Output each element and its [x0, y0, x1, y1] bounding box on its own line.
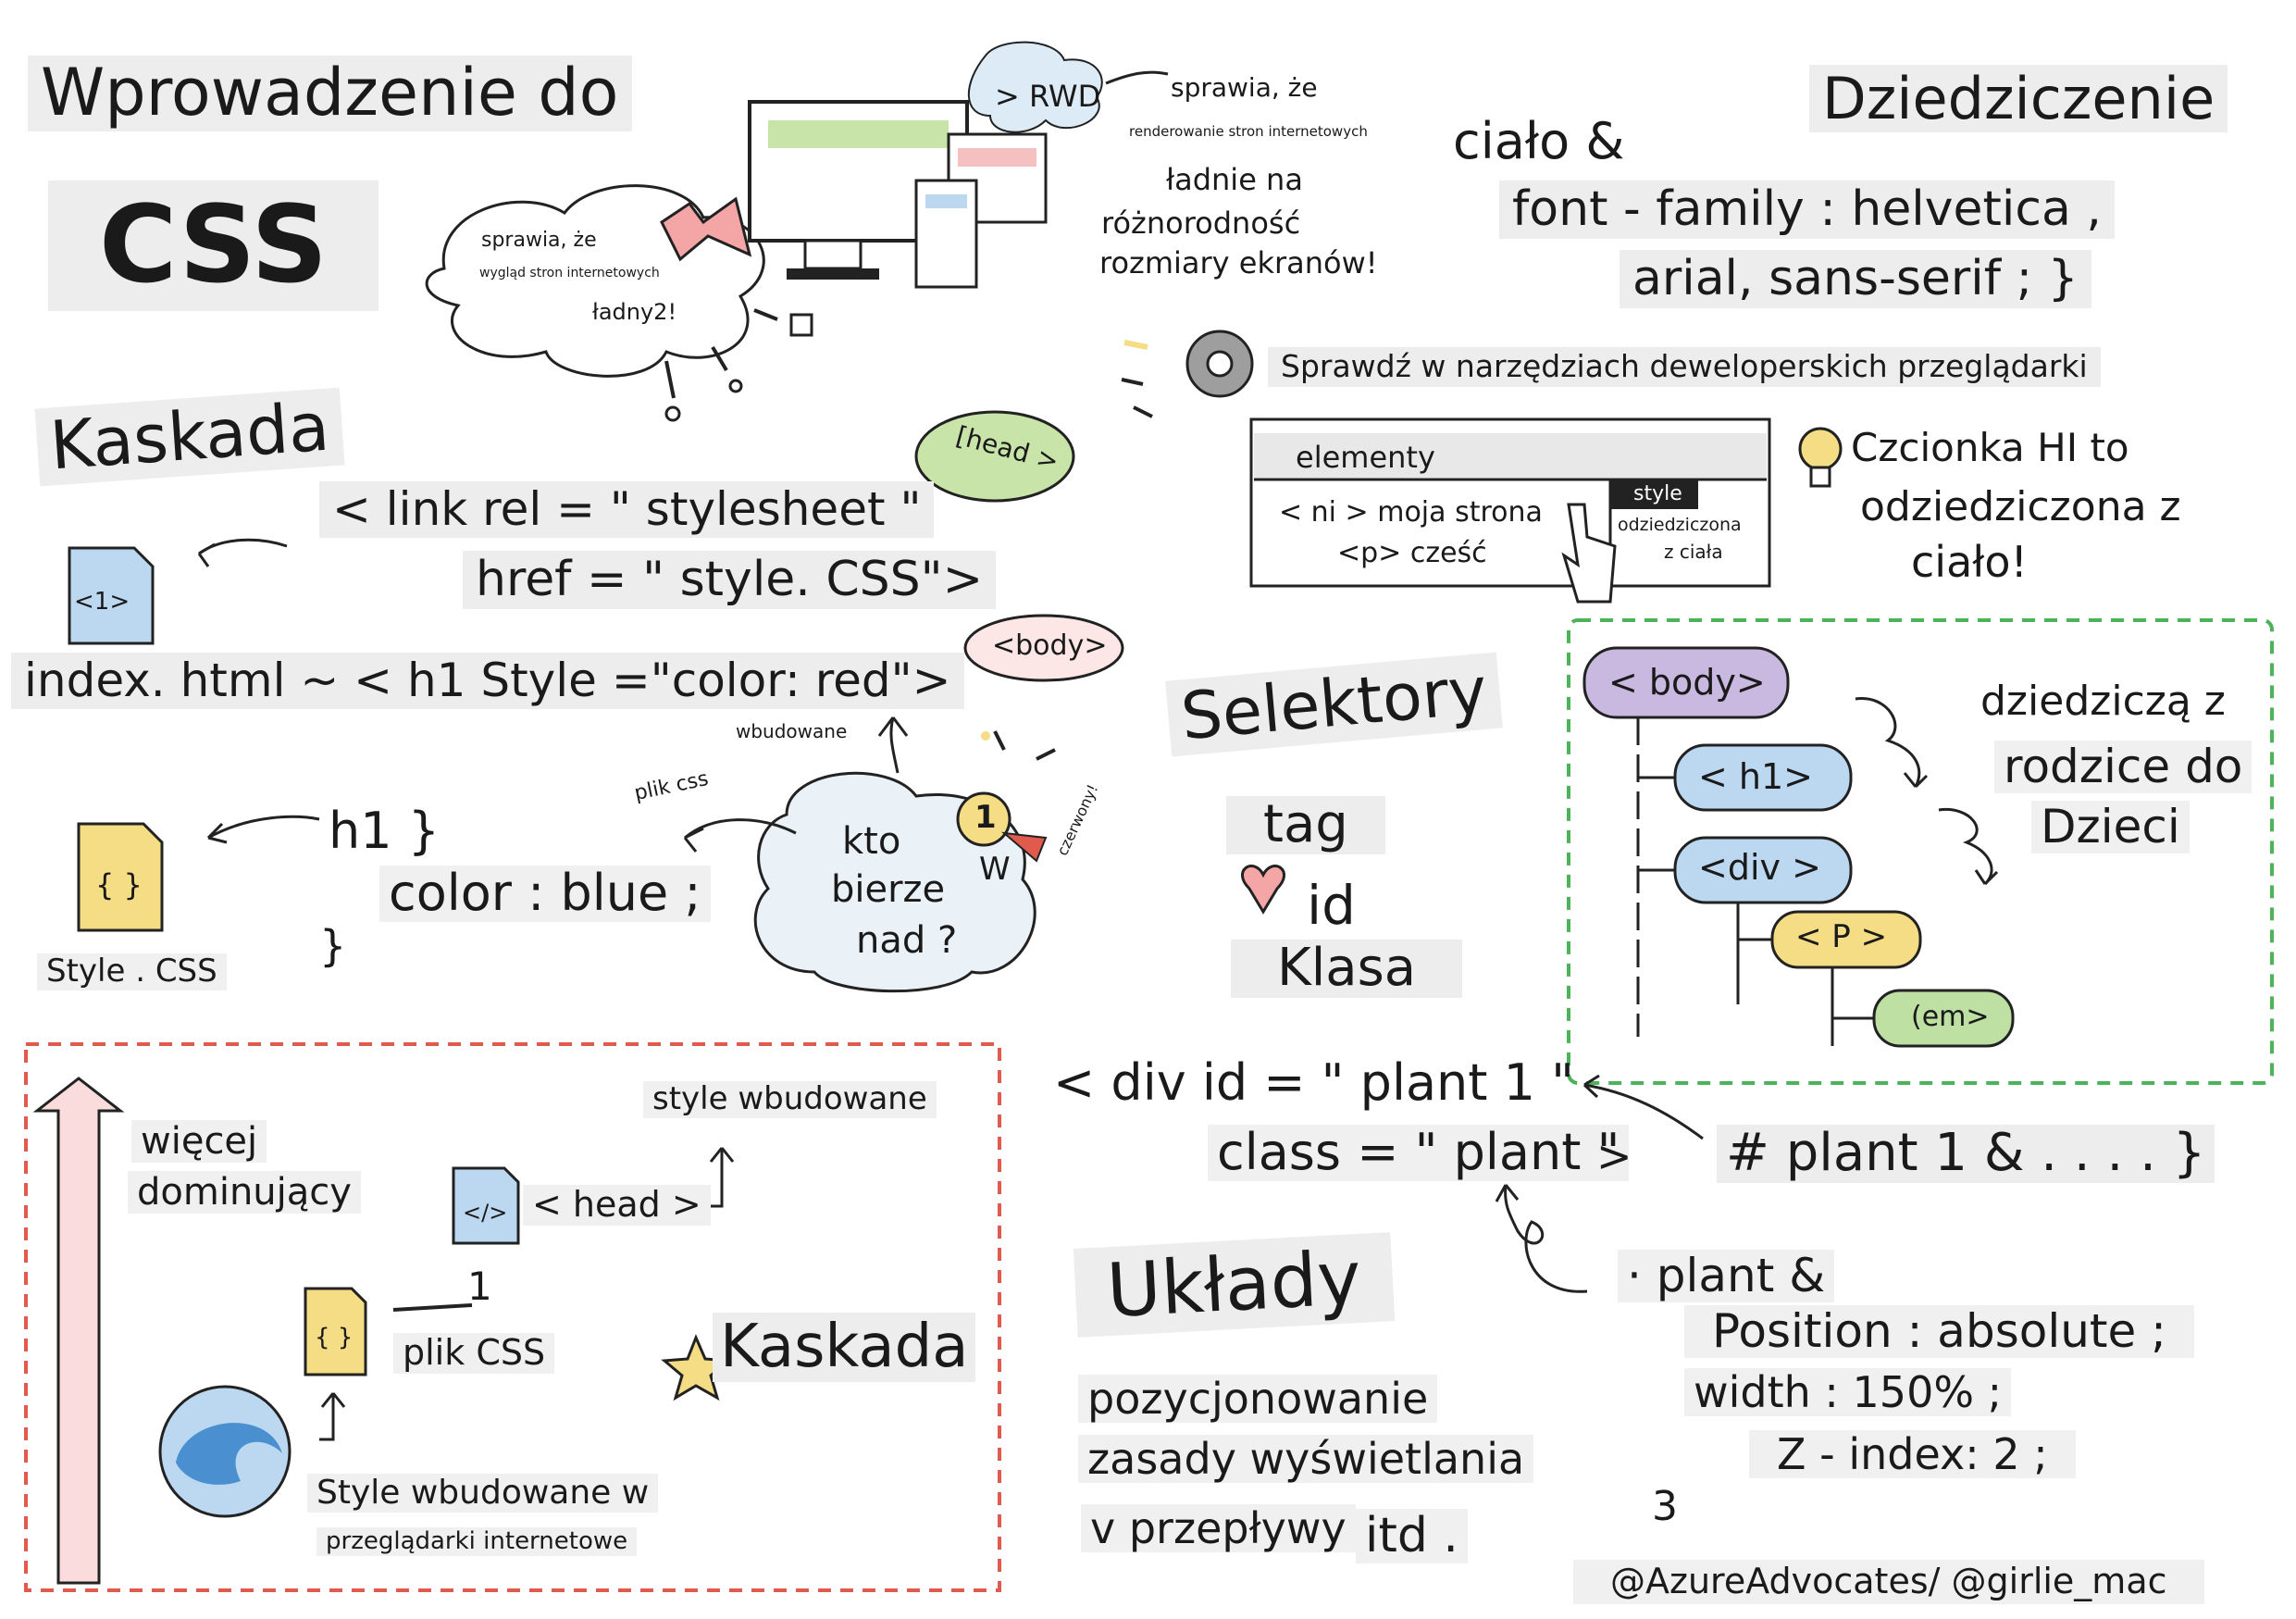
- layouts-line1: pozycjonowanie: [1078, 1375, 1438, 1424]
- layouts-line2: zasady wyświetlania: [1078, 1435, 1534, 1484]
- lightbulb-icon: [1798, 427, 1843, 471]
- pointer-hand-icon: [1561, 503, 1617, 604]
- cascade-hier-title: Kaskada: [713, 1313, 976, 1383]
- layout-code-line2: Position : absolute ;: [1684, 1305, 2195, 1358]
- rwd-bubble: > RWD: [995, 79, 1101, 114]
- selector-id: id: [1307, 874, 1356, 937]
- rwd-line3: ładnie na: [1166, 162, 1303, 197]
- cascade-link2: href = " style. CSS">: [463, 551, 997, 609]
- browser-styles-line1: Style wbudowane w: [307, 1474, 659, 1513]
- bow-icon: [660, 196, 752, 262]
- rwd-line4: różnorodność: [1101, 205, 1301, 241]
- rwd-line5: rozmiary ekranów!: [1099, 245, 1378, 280]
- head-file-label: </>: [463, 1200, 508, 1226]
- tree-div: <div >: [1698, 847, 1821, 888]
- specificity-box: [24, 1042, 1001, 1592]
- layouts-title: Układy: [1073, 1232, 1396, 1338]
- inheritance-tip3: ciało!: [1911, 537, 2028, 587]
- css-file-hier-icon: { }: [315, 1324, 354, 1351]
- cloud-left-shape: [425, 184, 765, 378]
- inheritance-tree-box: [1567, 618, 2274, 1085]
- inheritance-title: Dziedziczenie: [1809, 65, 2228, 133]
- rwd-cloud-shape: [967, 41, 1103, 133]
- inheritance-tip2: odziedziczona z: [1860, 483, 2181, 530]
- builtin-small: wbudowane: [736, 720, 848, 742]
- css-file-hier-label: plik CSS: [393, 1333, 555, 1374]
- div-code-line3: >: [1596, 1131, 1632, 1181]
- selector-tag: tag: [1226, 796, 1385, 854]
- devtools-inherited1: odziedziczona: [1618, 515, 1742, 535]
- medal-number: 1: [974, 799, 997, 836]
- more-dominant-line1: więcej: [131, 1120, 267, 1163]
- inheritance-code2: font - family : helvetica ,: [1499, 181, 2115, 239]
- winner-letter: W: [979, 851, 1011, 888]
- more-dominant-line2: dominujący: [128, 1171, 361, 1214]
- cascade-link1: < link rel = " stylesheet ": [319, 481, 935, 538]
- title-line2: CSS: [48, 181, 379, 311]
- head-file-icon: [452, 1166, 520, 1245]
- tree-p: < P >: [1795, 918, 1888, 955]
- heart-icon: [1241, 865, 1285, 915]
- layout-code-line3: width : 150% ;: [1684, 1368, 2012, 1417]
- css-rule-line1: h1 }: [329, 802, 441, 860]
- layouts-line3: v przepływy: [1081, 1504, 1356, 1553]
- css-rule-line2: color : blue ;: [379, 866, 711, 922]
- rwd-line1: sprawia, że: [1171, 72, 1318, 103]
- layout-code-line1: · plant &: [1618, 1250, 1835, 1302]
- css-file-icon-2: [304, 1287, 367, 1376]
- devtools-inherited2: z ciała: [1664, 541, 1723, 563]
- css-rule-line3: }: [319, 921, 347, 971]
- inherit-line3: Dzieci: [2031, 801, 2190, 853]
- inheritance-code3: arial, sans-serif ; }: [1620, 250, 2091, 308]
- inherit-line2: rodzice do: [1994, 741, 2253, 793]
- tree-h1: < h1>: [1698, 756, 1814, 797]
- rwd-line2: renderowanie stron internetowych: [1129, 123, 1368, 140]
- cascade-cloud-line2: bierze: [831, 868, 946, 911]
- inheritance-tip1: Czcionka HI to: [1851, 425, 2129, 470]
- tree-em: (em>: [1911, 1001, 1990, 1033]
- layout-code-line4: Z - index: 2 ;: [1749, 1430, 2076, 1479]
- selector-class: Klasa: [1231, 940, 1463, 998]
- up-arrow-icon: [32, 1077, 125, 1585]
- devtools-hint: Sprawdź w narzędziach deweloperskich prz…: [1268, 347, 2101, 387]
- id-selector-code: # plant 1 & . . . . }: [1717, 1125, 2215, 1183]
- cascade-cloud-line3: nad ?: [856, 919, 958, 962]
- css-file-name: Style . CSS: [37, 953, 227, 990]
- layout-code-line5: 3: [1652, 1483, 1678, 1530]
- devtools-row1[interactable]: < ni > moja strona: [1279, 496, 1543, 529]
- medal-icon: [956, 791, 1011, 847]
- layouts-line4: itd .: [1356, 1509, 1468, 1563]
- css-file-label: { }: [95, 867, 143, 903]
- cascade-cloud-line1: kto: [842, 820, 901, 863]
- devtools-style-tab[interactable]: style: [1633, 482, 1682, 505]
- inline-styles-label: style wbudowane: [643, 1081, 937, 1118]
- head-label: < head >: [523, 1185, 711, 1226]
- one-label: 1: [467, 1264, 492, 1309]
- cloud-left-line3: ładny2!: [592, 299, 677, 325]
- body-bubble: <body>: [992, 629, 1108, 662]
- tree-body: < body>: [1608, 662, 1766, 703]
- cloud-left-line2: wygląd stron internetowych: [479, 266, 660, 280]
- inherit-line1: dziedziczą z: [1980, 678, 2226, 725]
- title-line1: Wprowadzenie do: [28, 56, 632, 131]
- div-code-line2: class = " plant ": [1208, 1125, 1630, 1181]
- devtools-tab-elements[interactable]: elementy: [1296, 440, 1435, 475]
- div-code-line1: < div id = " plant 1 ": [1053, 1053, 1574, 1112]
- devtools-row2[interactable]: <p> cześć: [1337, 537, 1487, 569]
- html-file-icon: [68, 546, 155, 645]
- inheritance-code1: ciało &: [1453, 112, 1625, 170]
- cloud-left-line1: sprawia, że: [481, 229, 597, 252]
- css-file-icon: [77, 822, 164, 932]
- cascade-inline: index. html ~ < h1 Style ="color: red">: [11, 653, 964, 709]
- credit: @AzureAdvocates/ @girlie_mac: [1573, 1560, 2204, 1604]
- html-file-label: <1>: [74, 588, 130, 616]
- browser-styles-line2: przeglądarki internetowe: [316, 1527, 638, 1557]
